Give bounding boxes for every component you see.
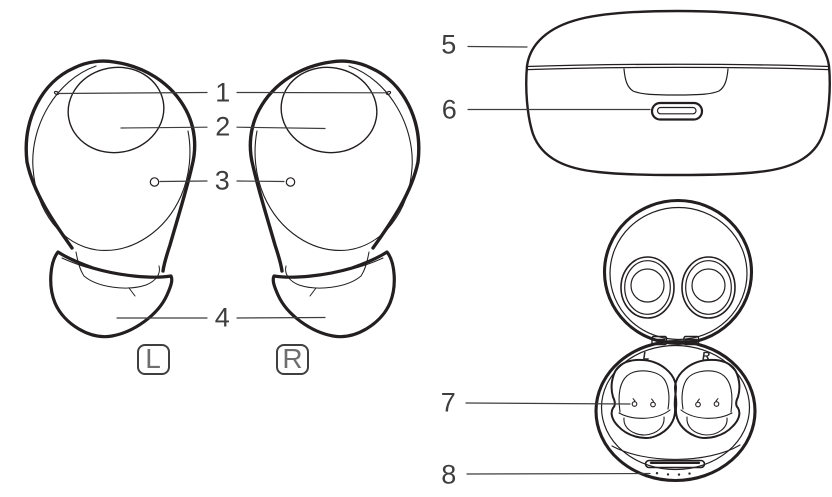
left-earbud-illustration [24, 59, 197, 339]
seated-earbud-tip-line [618, 409, 671, 419]
case-front-slot [644, 459, 706, 469]
lid-earbud-imprint-right [681, 256, 736, 319]
callout-number-6: 6 [441, 94, 458, 125]
leader-5 [467, 45, 528, 48]
case-base-inner-rim [600, 344, 751, 471]
leader-4-right [236, 316, 326, 319]
leader-8 [466, 472, 651, 475]
leader-3-right [236, 180, 285, 183]
touch-sensor-area [67, 66, 165, 154]
right-earbud-illustration [248, 58, 421, 339]
case-base-outline [594, 339, 757, 483]
callout-number-1: 1 [215, 77, 231, 107]
contact-tick [632, 398, 636, 402]
ear-tip [49, 250, 174, 339]
battery-led-dots [655, 472, 691, 476]
leader-2-left [120, 126, 208, 129]
charging-contact [650, 401, 656, 408]
callout-number-7: 7 [440, 387, 457, 418]
callout-number-2: 2 [215, 111, 231, 142]
case-slot-left-marking: L [641, 350, 650, 362]
nozzle-notch [128, 287, 136, 297]
seated-earbud-tip [623, 416, 665, 436]
callout-leader-lines [57, 45, 651, 475]
contact-tick [651, 398, 655, 402]
seated-earbud-outline [610, 358, 677, 439]
nozzle-opening [83, 265, 160, 289]
leader-2-right [236, 126, 326, 130]
callout-number-5: 5 [441, 29, 457, 59]
earbud-face-contour [32, 65, 191, 251]
charging-contact [631, 401, 638, 407]
usb-c-port [650, 101, 704, 121]
seated-earbud-inner [618, 370, 670, 413]
lid-earbud-imprint-left [620, 256, 675, 319]
nozzle-line [75, 251, 85, 277]
charging-case-closed-illustration [525, 9, 831, 177]
lid-seam-lower [526, 66, 830, 71]
callout-number-4: 4 [214, 302, 231, 333]
lid-notch [623, 68, 729, 96]
seated-earbud-right [674, 358, 741, 439]
callout-number-8: 8 [441, 459, 457, 489]
ear-tip-rim [61, 257, 167, 278]
open-lid-inner-rim [609, 206, 748, 341]
callout-number-3: 3 [214, 165, 231, 196]
seated-earbud-left [610, 358, 677, 439]
leader-1-left [57, 91, 208, 95]
case-slot-right-marking: R [701, 350, 711, 362]
case-base-front-edge [611, 444, 741, 460]
led-indicator [149, 177, 160, 187]
usb-c-port-inner [656, 106, 697, 115]
left-earbud-badge: L [136, 343, 170, 375]
lid-seam-upper [526, 63, 830, 68]
leader-3-left [159, 180, 208, 183]
case-body-outline [525, 9, 831, 177]
open-lid-outline [602, 198, 754, 346]
leader-7 [465, 402, 631, 405]
charging-case-open-illustration [594, 198, 757, 483]
right-earbud-badge: R [276, 343, 309, 375]
earbud-body-outline [24, 59, 197, 273]
